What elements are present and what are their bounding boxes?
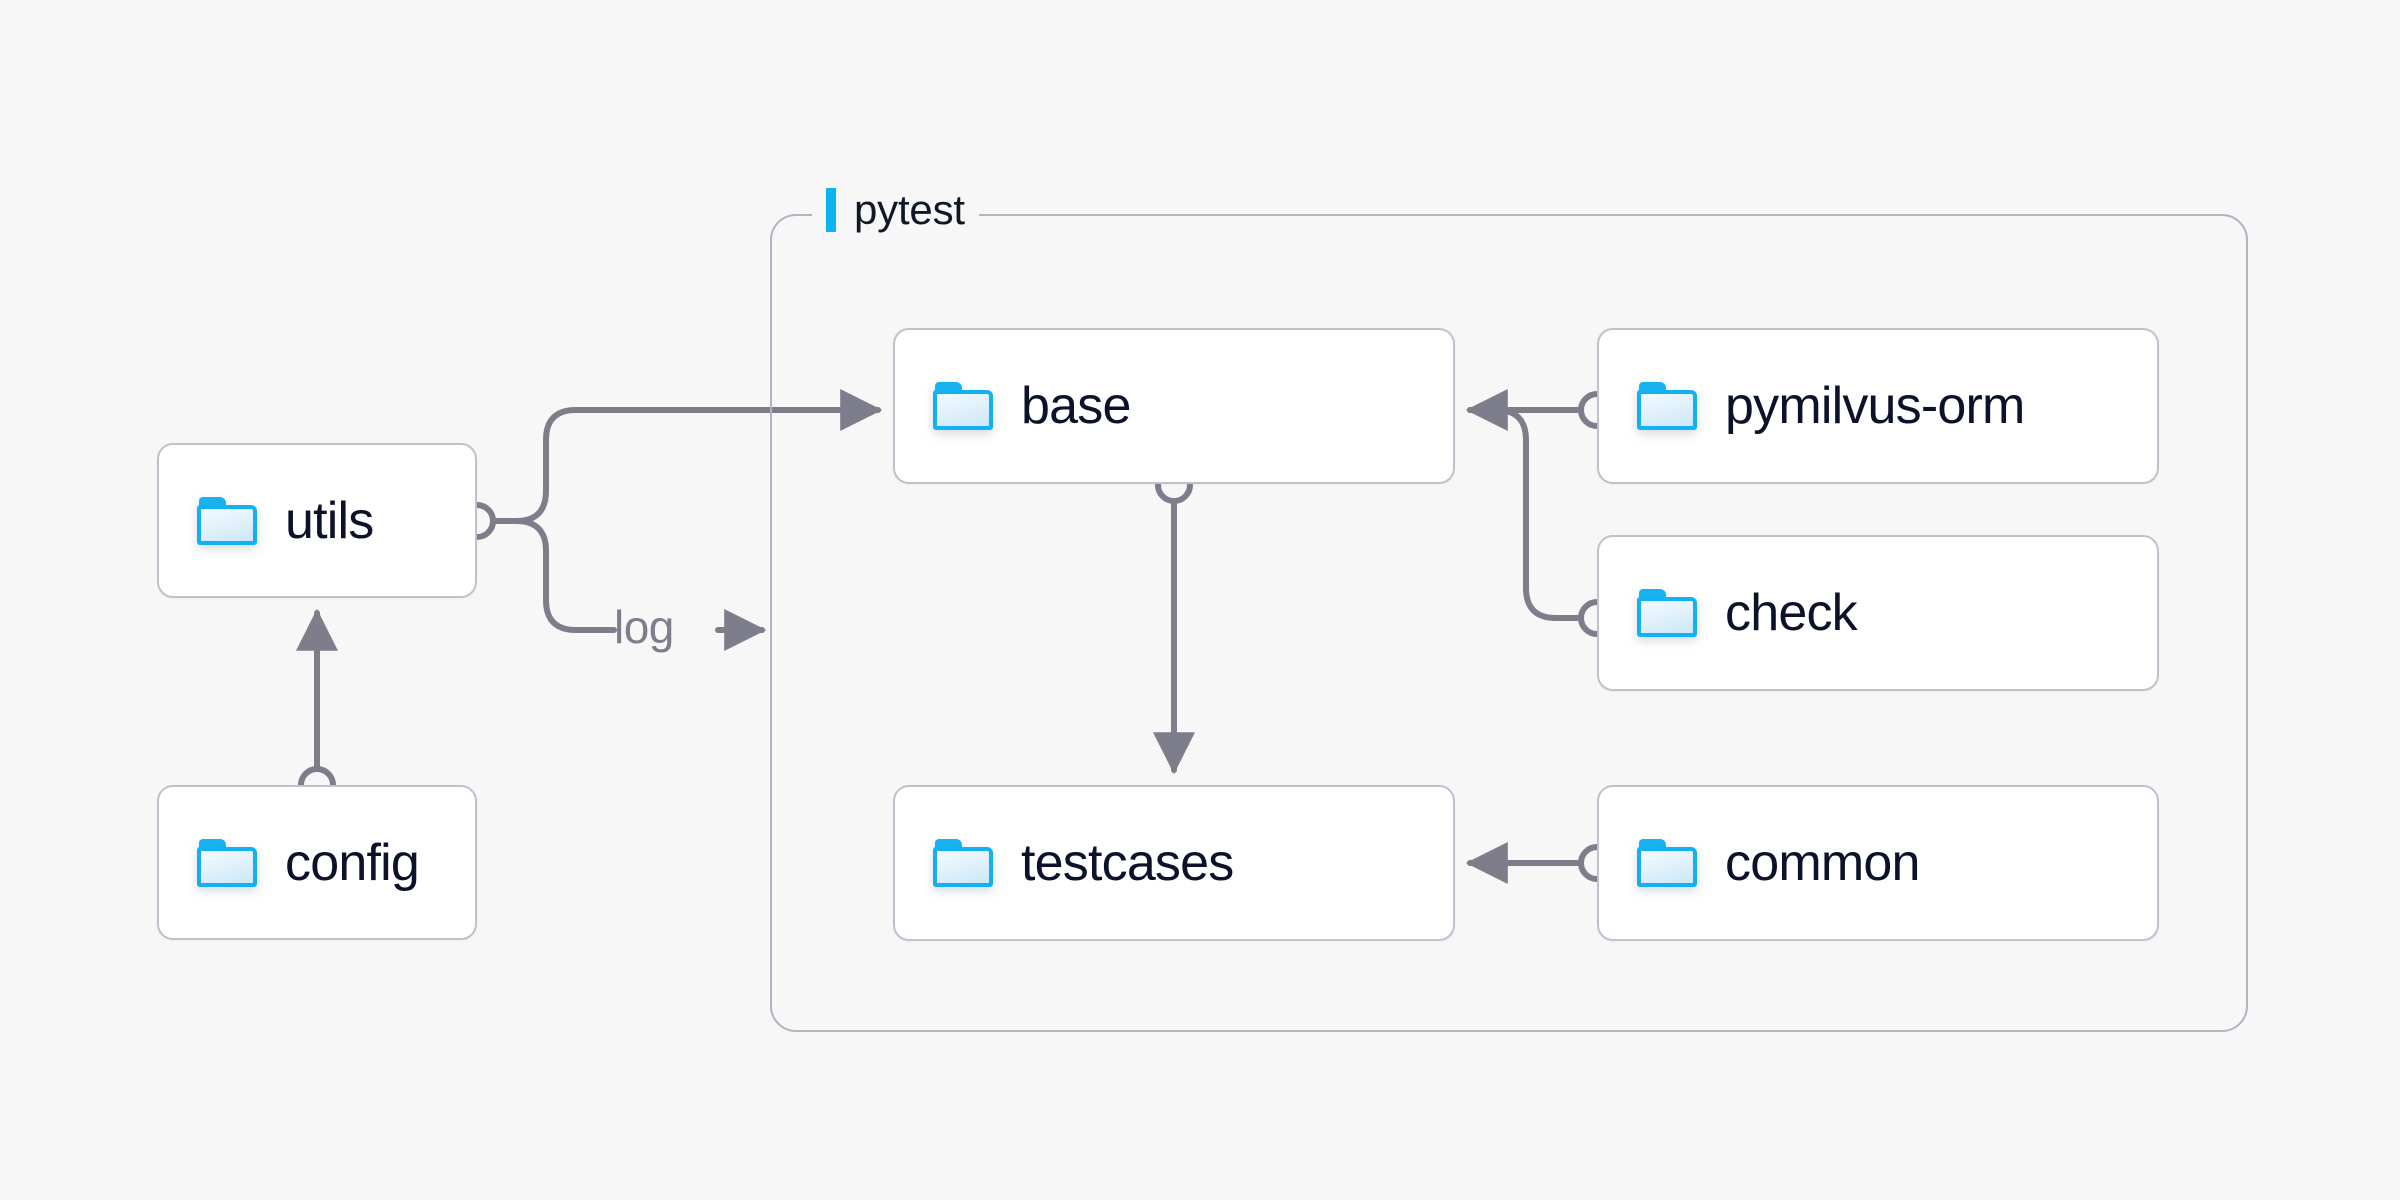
pytest-group-label: pytest (812, 186, 979, 234)
node-check[interactable]: check (1597, 535, 2159, 691)
node-label-check: check (1725, 584, 1858, 642)
node-pymilvus-orm[interactable]: pymilvus-orm (1597, 328, 2159, 484)
node-label-common: common (1725, 834, 1920, 892)
folder-icon (197, 496, 257, 545)
pytest-group-box (770, 214, 2248, 1032)
folder-icon (1637, 589, 1697, 637)
group-accent-bar (826, 188, 836, 232)
node-config[interactable]: config (157, 785, 477, 940)
group-label-text: pytest (854, 186, 965, 233)
edge-label-log: log (614, 601, 674, 653)
edge-utils-to-log (513, 518, 617, 633)
node-utils[interactable]: utils (157, 443, 477, 598)
node-label-utils: utils (285, 491, 374, 550)
node-base[interactable]: base (893, 328, 1455, 484)
node-label-base: base (1021, 377, 1131, 435)
folder-icon (197, 838, 257, 887)
node-common[interactable]: common (1597, 785, 2159, 941)
node-label-testcases: testcases (1021, 834, 1234, 892)
node-testcases[interactable]: testcases (893, 785, 1455, 941)
folder-icon (1637, 382, 1697, 430)
node-label-pymilvus-orm: pymilvus-orm (1725, 377, 2025, 435)
folder-icon (1637, 839, 1697, 887)
folder-icon (933, 839, 993, 887)
folder-icon (933, 382, 993, 430)
node-label-config: config (285, 833, 420, 892)
